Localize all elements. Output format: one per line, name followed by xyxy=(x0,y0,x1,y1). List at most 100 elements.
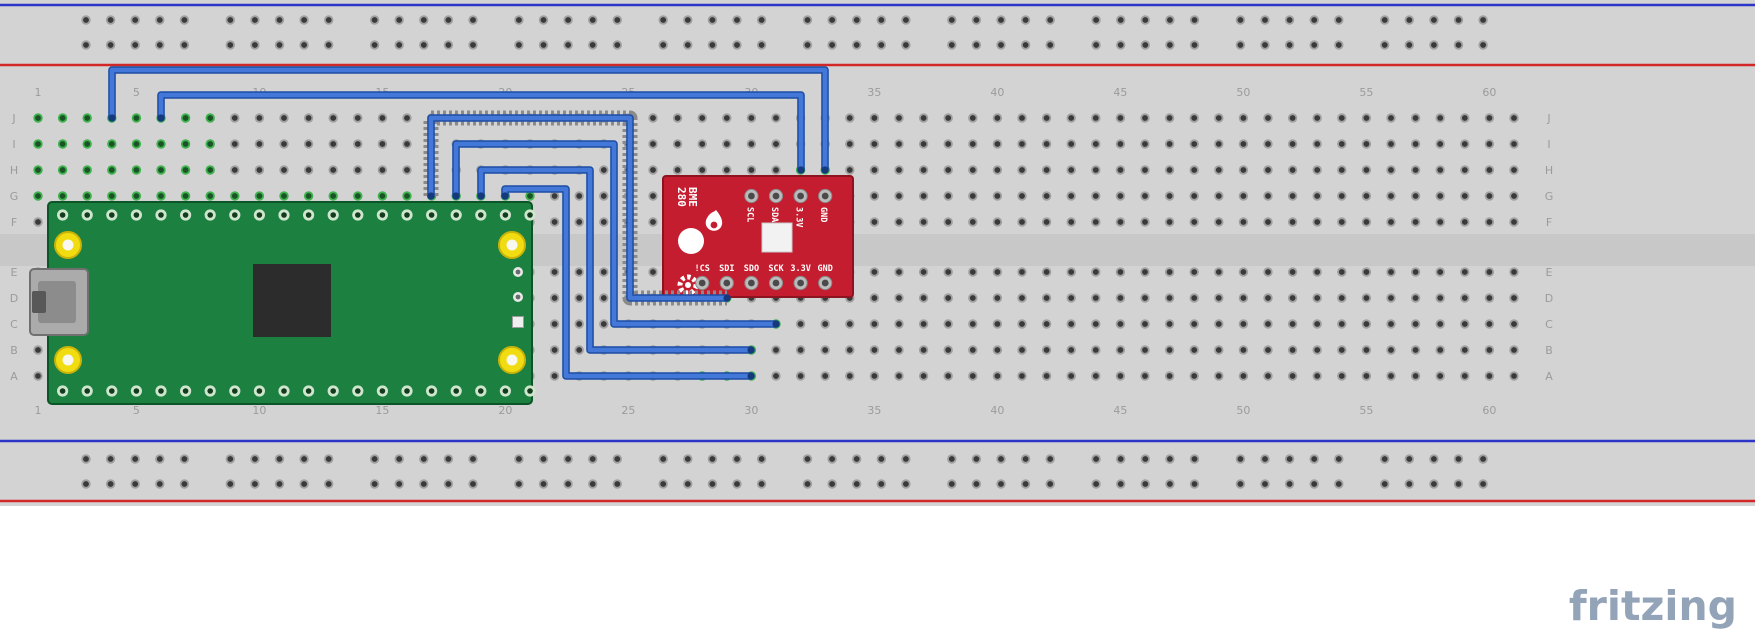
column-label: 60 xyxy=(1482,86,1496,99)
hole-center xyxy=(1437,115,1444,121)
hole-center xyxy=(256,193,263,199)
hole-center xyxy=(1265,373,1271,379)
bme280-pcb[interactable] xyxy=(662,175,854,298)
hole-center xyxy=(994,219,1001,225)
hole-center xyxy=(1068,269,1075,275)
hole-center xyxy=(1142,481,1149,487)
hole-center xyxy=(804,17,811,23)
hole-center xyxy=(1335,456,1342,462)
bme280-mount-hole xyxy=(678,228,704,254)
hole-center xyxy=(903,456,909,462)
hole-center xyxy=(896,219,902,225)
row-label: G xyxy=(1545,190,1554,203)
hole-center xyxy=(945,321,952,327)
hole-center xyxy=(1314,167,1321,173)
hole-center xyxy=(1311,481,1318,487)
usb-opening xyxy=(32,291,46,313)
hole-center xyxy=(1511,373,1517,379)
hole-center xyxy=(281,167,287,173)
hole-center xyxy=(1068,115,1075,121)
hole-center xyxy=(1117,295,1124,301)
hole-center xyxy=(1237,17,1244,23)
hole-center xyxy=(829,17,835,23)
hole-center xyxy=(576,269,583,275)
hole-center xyxy=(994,347,1001,353)
hole-center xyxy=(1335,481,1342,487)
wire-spi-sck[interactable] xyxy=(452,140,780,328)
hole-center xyxy=(945,141,952,147)
hole-center xyxy=(1461,167,1468,173)
hole-center xyxy=(1093,456,1099,462)
hole-center xyxy=(1431,17,1437,23)
column-label: 50 xyxy=(1236,404,1250,417)
hole-center xyxy=(650,193,656,199)
column-label: 15 xyxy=(375,404,389,417)
hole-center xyxy=(1019,193,1025,199)
hole-center xyxy=(600,219,607,225)
hole-center xyxy=(133,167,140,173)
hole-center xyxy=(969,115,976,121)
hole-center xyxy=(846,167,853,173)
hole-center xyxy=(325,17,332,23)
hole-center xyxy=(1262,42,1268,48)
hole-center xyxy=(684,42,691,48)
hole-center xyxy=(896,295,902,301)
svg-text:280: 280 xyxy=(675,187,688,207)
hole-center xyxy=(1480,456,1486,462)
hole-center xyxy=(734,42,740,48)
hole-center xyxy=(1019,269,1025,275)
hole-center xyxy=(1166,269,1173,275)
hole-center xyxy=(305,115,312,121)
hole-center xyxy=(684,17,691,23)
fritzing-logo: fritzing xyxy=(1568,582,1737,630)
hole-center xyxy=(903,481,909,487)
hole-center xyxy=(1092,321,1099,327)
wire-end xyxy=(821,166,829,174)
hole-center xyxy=(330,167,337,173)
hole-center xyxy=(1511,321,1517,327)
hole-center xyxy=(565,42,571,48)
hole-center xyxy=(1117,17,1124,23)
column-label: 40 xyxy=(990,404,1004,417)
hole-center xyxy=(969,167,976,173)
hole-center xyxy=(903,42,909,48)
wire-spi-sdo[interactable] xyxy=(477,166,755,354)
wire-spi-sdi[interactable] xyxy=(423,110,731,306)
hole-center xyxy=(1314,141,1321,147)
hole-center xyxy=(945,347,952,353)
teensy-board[interactable] xyxy=(29,201,536,405)
row-label: H xyxy=(1545,164,1553,177)
column-label: 30 xyxy=(744,404,758,417)
hole-center xyxy=(1289,141,1296,147)
hole-center xyxy=(1486,347,1493,353)
hole-center xyxy=(83,42,89,48)
hole-center xyxy=(1191,347,1198,353)
hole-center xyxy=(773,115,779,121)
hole-center xyxy=(1191,321,1198,327)
hole-center xyxy=(158,167,164,173)
hole-center xyxy=(330,141,337,147)
hole-center xyxy=(305,141,312,147)
hole-center xyxy=(1047,17,1054,23)
hole-center xyxy=(107,42,114,48)
hole-center xyxy=(1412,193,1419,199)
hole-center xyxy=(1338,373,1345,379)
hole-center xyxy=(1289,347,1296,353)
hole-center xyxy=(445,42,452,48)
hole-center xyxy=(133,193,140,199)
hole-center xyxy=(1191,17,1198,23)
hole-center xyxy=(969,373,976,379)
wire-3v3-rail[interactable] xyxy=(157,91,805,174)
hole-center xyxy=(1240,321,1247,327)
wire-gnd-rail[interactable] xyxy=(108,66,829,174)
hole-center xyxy=(1215,321,1222,327)
hole-center xyxy=(1486,269,1493,275)
wire-spi-cs[interactable] xyxy=(501,185,755,380)
hole-center xyxy=(132,17,139,23)
pin-label: GND xyxy=(818,264,833,274)
hole-center xyxy=(1117,167,1124,173)
hole-center xyxy=(846,373,853,379)
hole-center xyxy=(846,347,853,353)
